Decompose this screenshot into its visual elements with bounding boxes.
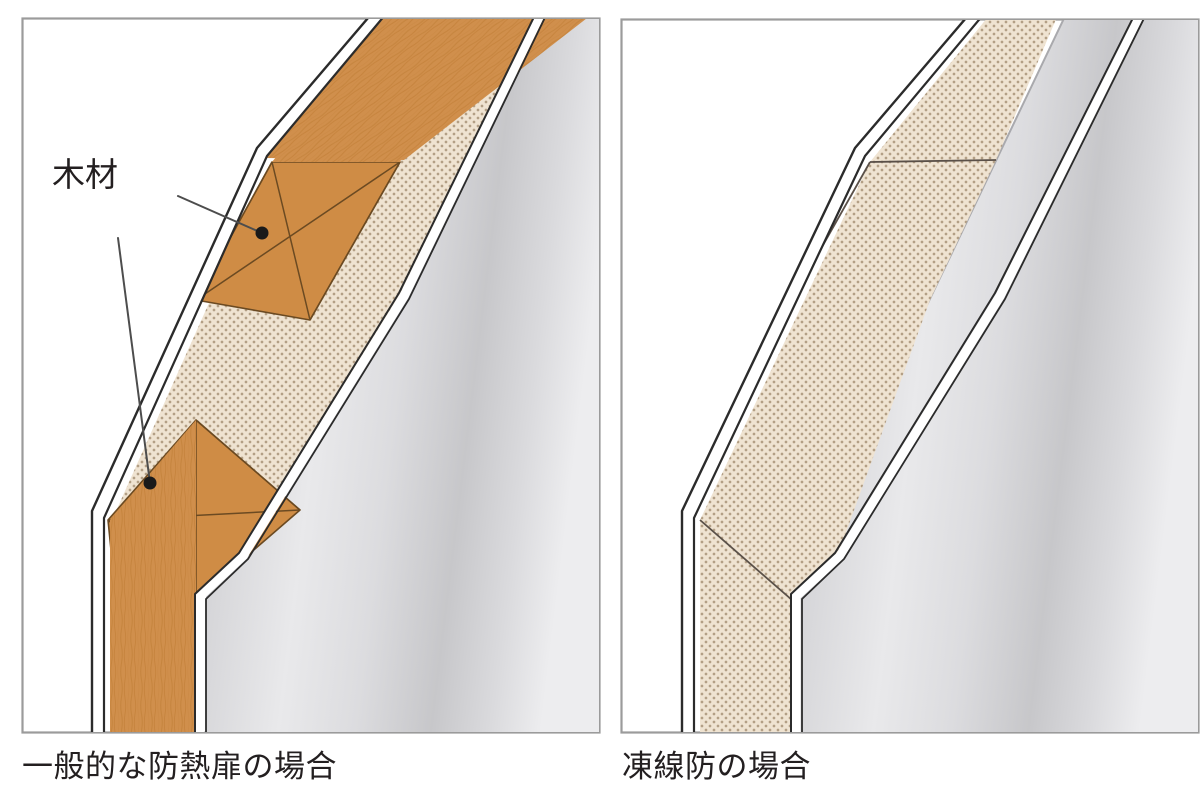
leader-dot-upper [255,226,269,240]
left-inner-skin-outline-b [205,19,546,732]
left-outer-skin [92,19,382,732]
left-inner-skin-outline-a [194,19,535,732]
left-outer-skin-outline-outer [90,19,369,732]
panel-left [21,17,601,734]
left-wood-leader-lines [117,195,263,484]
right-core-insulation [700,20,1056,732]
left-inner-skin [195,19,544,732]
right-inner-skin [791,20,1143,732]
right-inner-steel-face [800,20,1198,732]
left-wood-band-diagonal-upper [266,19,586,160]
right-outer-skin-outline-outer [680,20,966,732]
panel-right [620,18,1200,734]
right-outer-skin-outline-inner [692,20,981,732]
caption-left-panel: 一般的な防熱扉の場合 [22,749,337,785]
leader-dot-lower [143,476,157,490]
left-wood-stile-vertical [110,420,196,732]
right-inner-skin-outline-a [790,20,1134,732]
caption-right-panel: 凍線防の場合 [622,749,811,785]
facet-line-upper [869,159,997,163]
wood-material-label: 木材 [52,155,118,194]
facet-line-lower [699,519,793,601]
right-inner-skin-outline-b [801,20,1145,732]
leader-line-lower [117,237,151,484]
right-outer-skin [682,20,979,732]
left-inner-steel-face [206,19,599,732]
leader-line-upper [177,195,263,234]
left-outer-skin-outline-inner [102,19,384,732]
